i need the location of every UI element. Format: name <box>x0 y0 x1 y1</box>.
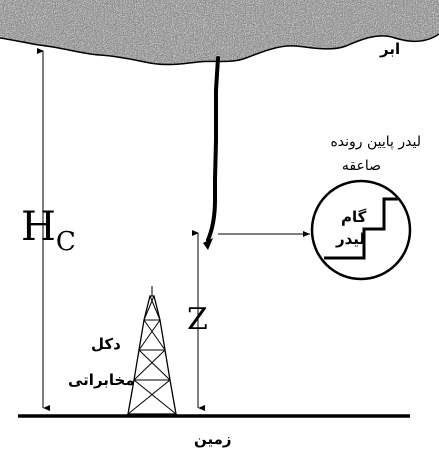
hc-main: H <box>21 204 56 250</box>
cloud-label: ابر <box>380 40 401 58</box>
z-symbol: Z <box>187 302 208 337</box>
hc-subscript: C <box>55 227 76 257</box>
leader-tip <box>203 238 213 250</box>
leader-path <box>206 56 220 242</box>
ground-label: زمین <box>194 430 232 448</box>
hc-symbol: HC <box>21 204 76 257</box>
tower-icon <box>127 286 177 415</box>
tower-label-line2: مخابراتی <box>68 371 135 389</box>
step-label-line1: گام <box>341 208 367 226</box>
leader-label-line2: صاعقه <box>341 158 381 174</box>
tower-label-line1: دکل <box>91 335 121 353</box>
leader-label-line1: لیدر پایین رونده <box>330 134 421 150</box>
step-label-line2: لیدر <box>336 230 366 248</box>
step-leader-zoom <box>310 179 412 281</box>
